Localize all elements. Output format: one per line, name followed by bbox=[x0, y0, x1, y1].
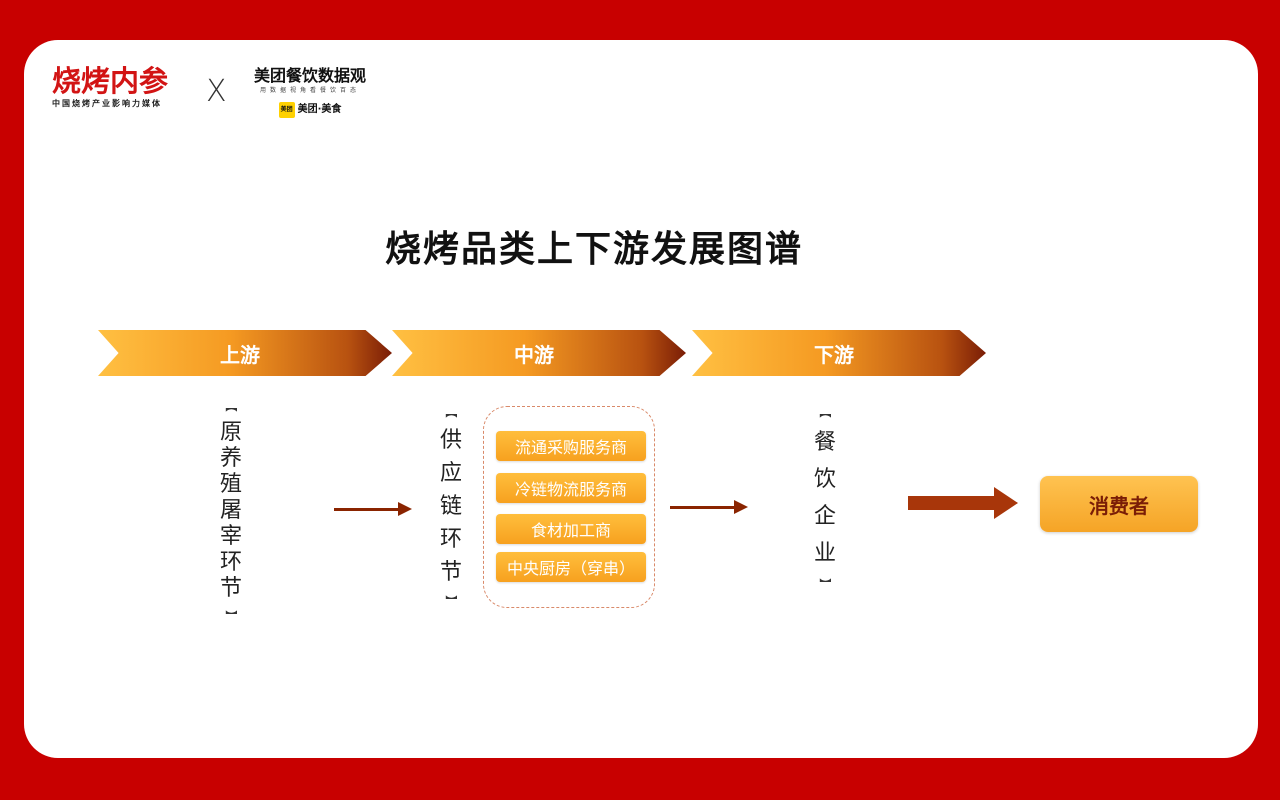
bracket-open: 【 bbox=[818, 405, 833, 419]
char: 原 bbox=[220, 420, 243, 445]
arrow-down-to-consumer bbox=[908, 487, 1018, 519]
logo-left-tagline: 中国烧烤产业影响力媒体 bbox=[52, 99, 162, 108]
arrow-mid-to-down bbox=[670, 500, 748, 514]
stage-upstream-chevron: 上游 bbox=[98, 330, 392, 376]
collab-x-mark: X bbox=[206, 74, 227, 109]
bracket-close: 】 bbox=[444, 594, 459, 608]
char: 殖 bbox=[220, 472, 243, 497]
shaokao-neican-logo: 烧烤内参 中国烧烤产业影响力媒体 bbox=[52, 64, 192, 110]
stage-midstream-label: 中游 bbox=[514, 342, 554, 367]
char: 应 bbox=[440, 461, 463, 486]
char: 节 bbox=[440, 560, 463, 585]
midstream-item: 食材加工商 bbox=[496, 514, 646, 544]
arrow-up-to-mid bbox=[334, 502, 412, 516]
char: 链 bbox=[440, 494, 463, 519]
char: 饮 bbox=[814, 467, 837, 492]
bracket-open: 【 bbox=[224, 399, 239, 413]
char: 供 bbox=[440, 428, 463, 453]
char: 宰 bbox=[220, 524, 243, 549]
char: 业 bbox=[814, 541, 837, 566]
stage-downstream-label: 下游 bbox=[814, 342, 854, 367]
upstream-vertical-text: 原 养 殖 屠 宰 环 节 bbox=[220, 420, 242, 602]
downstream-column-label: 【 餐 饮 企 业 】 bbox=[814, 406, 836, 590]
char: 餐 bbox=[814, 430, 837, 455]
midstream-providers-box: 流通采购服务商 冷链物流服务商 食材加工商 中央厨房（穿串） bbox=[483, 406, 655, 608]
bracket-close: 】 bbox=[818, 577, 833, 591]
char: 节 bbox=[220, 576, 243, 601]
midstream-item: 流通采购服务商 bbox=[496, 431, 646, 461]
char: 企 bbox=[814, 504, 837, 529]
meituan-brand: 美团 美团·美食 bbox=[278, 102, 342, 118]
logo-right-tagline: 用数据视角看餐饮百态 bbox=[259, 87, 360, 94]
meituan-brand-text: 美团·美食 bbox=[297, 104, 342, 115]
char: 环 bbox=[220, 550, 243, 575]
midstream-item: 冷链物流服务商 bbox=[496, 473, 646, 503]
char: 养 bbox=[220, 446, 243, 471]
char: 环 bbox=[440, 527, 463, 552]
bracket-close: 】 bbox=[224, 609, 239, 623]
stage-midstream-chevron: 中游 bbox=[392, 330, 686, 376]
meituan-badge-icon: 美团 bbox=[278, 102, 295, 118]
downstream-vertical-text: 餐 饮 企 业 bbox=[814, 424, 836, 572]
diagram-title: 烧烤品类上下游发展图谱 bbox=[384, 229, 803, 270]
upstream-column-label: 【 原 养 殖 屠 宰 环 节 】 bbox=[220, 400, 242, 622]
char: 屠 bbox=[220, 498, 243, 523]
stage-downstream-chevron: 下游 bbox=[692, 330, 986, 376]
consumer-box: 消费者 bbox=[1040, 476, 1198, 532]
midstream-item: 中央厨房（穿串） bbox=[496, 552, 646, 582]
slide-card: 烧烤内参 中国烧烤产业影响力媒体 X 美团餐饮数据观 用数据视角看餐饮百态 美团… bbox=[24, 40, 1258, 758]
bracket-open: 【 bbox=[444, 405, 459, 419]
stage-upstream-label: 上游 bbox=[220, 342, 260, 367]
logo-left-title: 烧烤内参 bbox=[52, 64, 169, 98]
midstream-column-label: 【 供 应 链 环 节 】 bbox=[440, 406, 462, 607]
meituan-data-logo: 美团餐饮数据观 用数据视角看餐饮百态 美团 美团·美食 bbox=[244, 66, 376, 118]
midstream-vertical-text: 供 应 链 环 节 bbox=[440, 424, 462, 589]
logo-right-title: 美团餐饮数据观 bbox=[253, 66, 366, 85]
